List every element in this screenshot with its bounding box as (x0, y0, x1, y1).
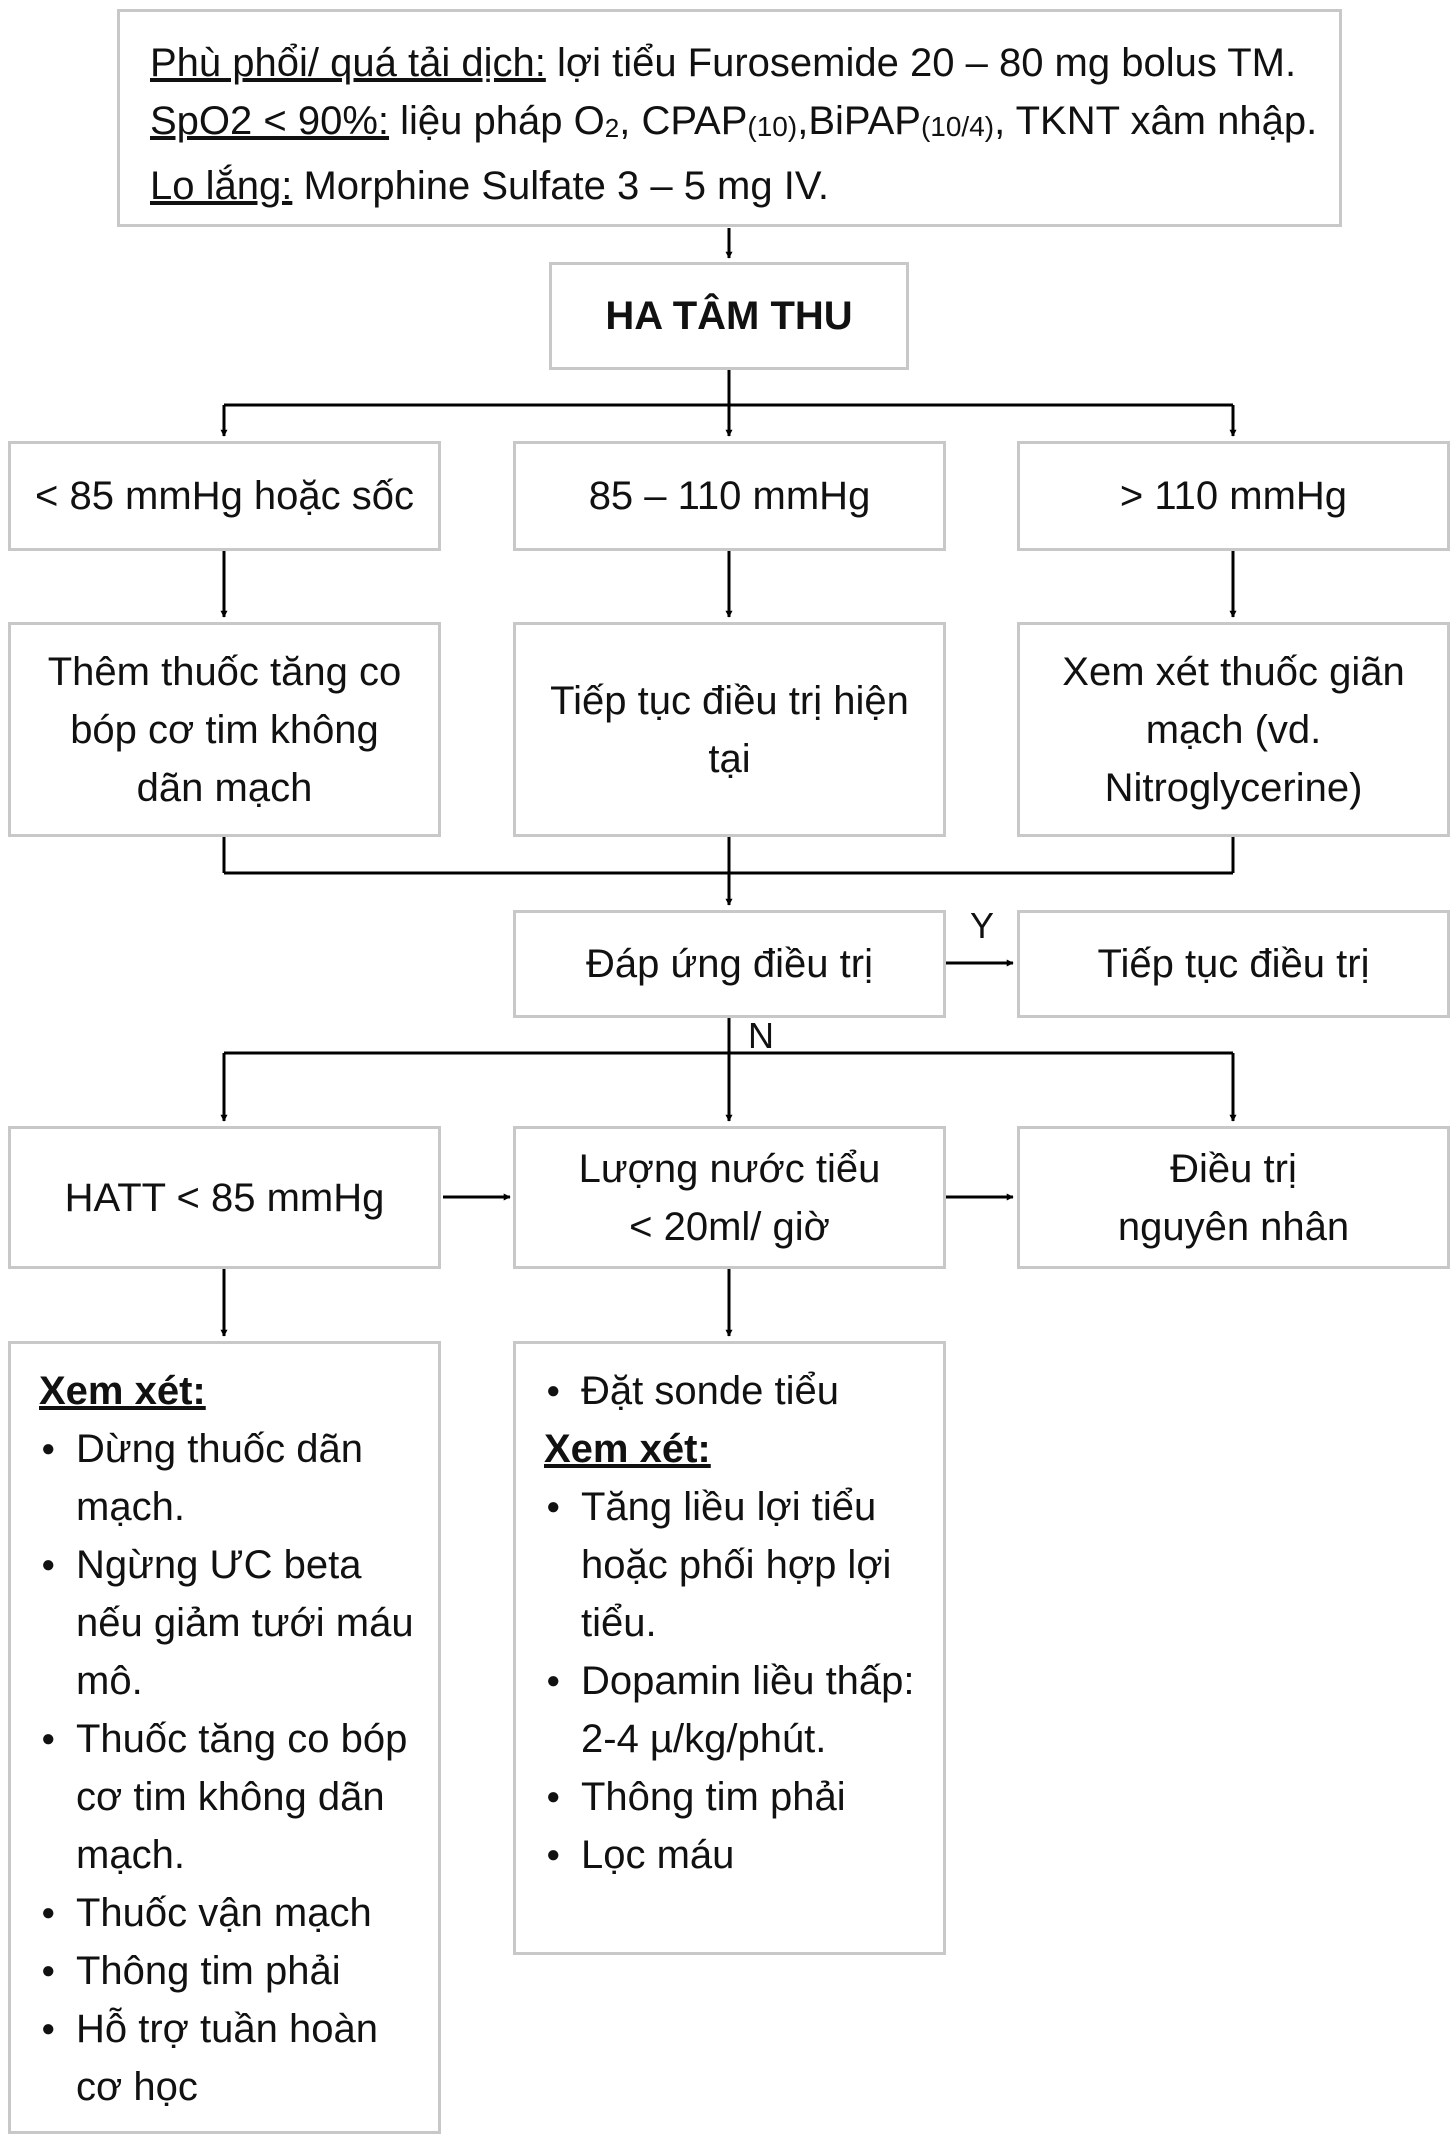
hatt-text: HATT < 85 mmHg (64, 1175, 385, 1220)
bp-range-mid-label: 85 – 110 mmHg (588, 474, 871, 518)
spo2-label: SpO2 < 90%: (150, 99, 390, 143)
action-high-box: Xem xét thuốc giãn mạch (vd. Nitroglycer… (1017, 622, 1450, 837)
urine-detail-list: Tăng liều lợi tiểu hoặc phối hợp lợi tiể… (544, 1478, 933, 1884)
systolic-bp-box: HA TÂM THU (549, 262, 909, 370)
bipap-subscript: (10/4) (920, 111, 995, 142)
bp-range-low: < 85 mmHg hoặc sốc (8, 441, 441, 551)
cause-line2: nguyên nhân (1117, 1204, 1350, 1249)
initial-line-edema: Phù phổi/ quá tải dịch: lợi tiểu Furosem… (150, 34, 1339, 92)
urine-output-box: Lượng nước tiểu < 20ml/ giờ (513, 1126, 946, 1269)
edema-text: lợi tiểu Furosemide 20 – 80 mg bolus TM. (545, 41, 1297, 85)
anxiety-text: Morphine Sulfate 3 – 5 mg IV. (292, 164, 829, 208)
bp-range-low-label: < 85 mmHg hoặc sốc (34, 474, 415, 518)
response-box: Đáp ứng điều trị (513, 910, 946, 1018)
action-mid-text: Tiếp tục điều trị hiện tại (550, 678, 909, 781)
urine-line2: < 20ml/ giờ (629, 1204, 830, 1249)
urine-detail-item: Tăng liều lợi tiểu hoặc phối hợp lợi tiể… (544, 1478, 933, 1652)
hatt-detail-item: Thông tim phải (39, 1942, 428, 2000)
continue-treatment-box: Tiếp tục điều trị (1017, 910, 1450, 1018)
action-high-text: Xem xét thuốc giãn mạch (vd. Nitroglycer… (1062, 649, 1405, 810)
urine-detail-heading: Xem xét: (544, 1427, 711, 1471)
bp-range-high-label: > 110 mmHg (1119, 474, 1348, 518)
treat-cause-box: Điều trị nguyên nhân (1017, 1126, 1450, 1269)
initial-line-spo2: SpO2 < 90%: liệu pháp O2, CPAP(10),BiPAP… (150, 92, 1339, 157)
bp-range-high: > 110 mmHg (1017, 441, 1450, 551)
hatt-detail-item: Hỗ trợ tuần hoàn cơ học (39, 2000, 428, 2116)
action-low-text: Thêm thuốc tăng co bóp cơ tim không dãn … (47, 649, 402, 810)
o2-subscript: 2 (604, 113, 620, 143)
urine-detail-item: Thông tim phải (544, 1768, 933, 1826)
spo2-text-b: , CPAP (619, 99, 748, 143)
spo2-text-d: , TKNT xâm nhập. (994, 99, 1318, 143)
continue-treatment-text: Tiếp tục điều trị (1097, 942, 1370, 986)
hatt-detail-heading: Xem xét: (39, 1369, 206, 1413)
urine-first-list: Đặt sonde tiểu (544, 1362, 933, 1420)
hatt-detail-item: Thuốc tăng co bóp cơ tim không dãn mạch. (39, 1710, 428, 1884)
action-low-box: Thêm thuốc tăng co bóp cơ tim không dãn … (8, 622, 441, 837)
initial-line-anxiety: Lo lắng: Morphine Sulfate 3 – 5 mg IV. (150, 157, 1339, 215)
spo2-text-c: ,BiPAP (797, 99, 921, 143)
hatt-detail-list: Dừng thuốc dãn mạch. Ngừng ƯC beta nếu g… (39, 1420, 428, 2116)
response-question: Đáp ứng điều trị (586, 942, 873, 986)
systolic-bp-title: HA TÂM THU (605, 294, 853, 338)
spo2-text-a: liệu pháp O (389, 99, 605, 143)
yes-label: Y (970, 905, 995, 946)
urine-line1: Lượng nước tiểu (578, 1146, 881, 1191)
urine-detail-item: Lọc máu (544, 1826, 933, 1884)
no-label: N (748, 1015, 774, 1056)
hatt-detail-item: Dừng thuốc dãn mạch. (39, 1420, 428, 1536)
action-mid-box: Tiếp tục điều trị hiện tại (513, 622, 946, 837)
hatt-detail-item: Thuốc vận mạch (39, 1884, 428, 1942)
cause-line1: Điều trị (1170, 1146, 1297, 1191)
urine-detail-item: Dopamin liều thấp: 2-4 µ/kg/phút. (544, 1652, 933, 1768)
initial-treatment-box: Phù phổi/ quá tải dịch: lợi tiểu Furosem… (117, 9, 1342, 227)
hatt-detail-box: Xem xét: Dừng thuốc dãn mạch. Ngừng ƯC b… (8, 1341, 441, 2134)
urine-detail-box: Đặt sonde tiểu Xem xét: Tăng liều lợi ti… (513, 1341, 946, 1955)
hatt-box: HATT < 85 mmHg (8, 1126, 441, 1269)
cpap-subscript: (10) (747, 111, 798, 142)
edema-label: Phù phổi/ quá tải dịch: (150, 41, 546, 85)
bp-range-mid: 85 – 110 mmHg (513, 441, 946, 551)
hatt-detail-item: Ngừng ƯC beta nếu giảm tưới máu mô. (39, 1536, 428, 1710)
urine-detail-item: Đặt sonde tiểu (544, 1362, 933, 1420)
anxiety-label: Lo lắng: (150, 164, 293, 208)
